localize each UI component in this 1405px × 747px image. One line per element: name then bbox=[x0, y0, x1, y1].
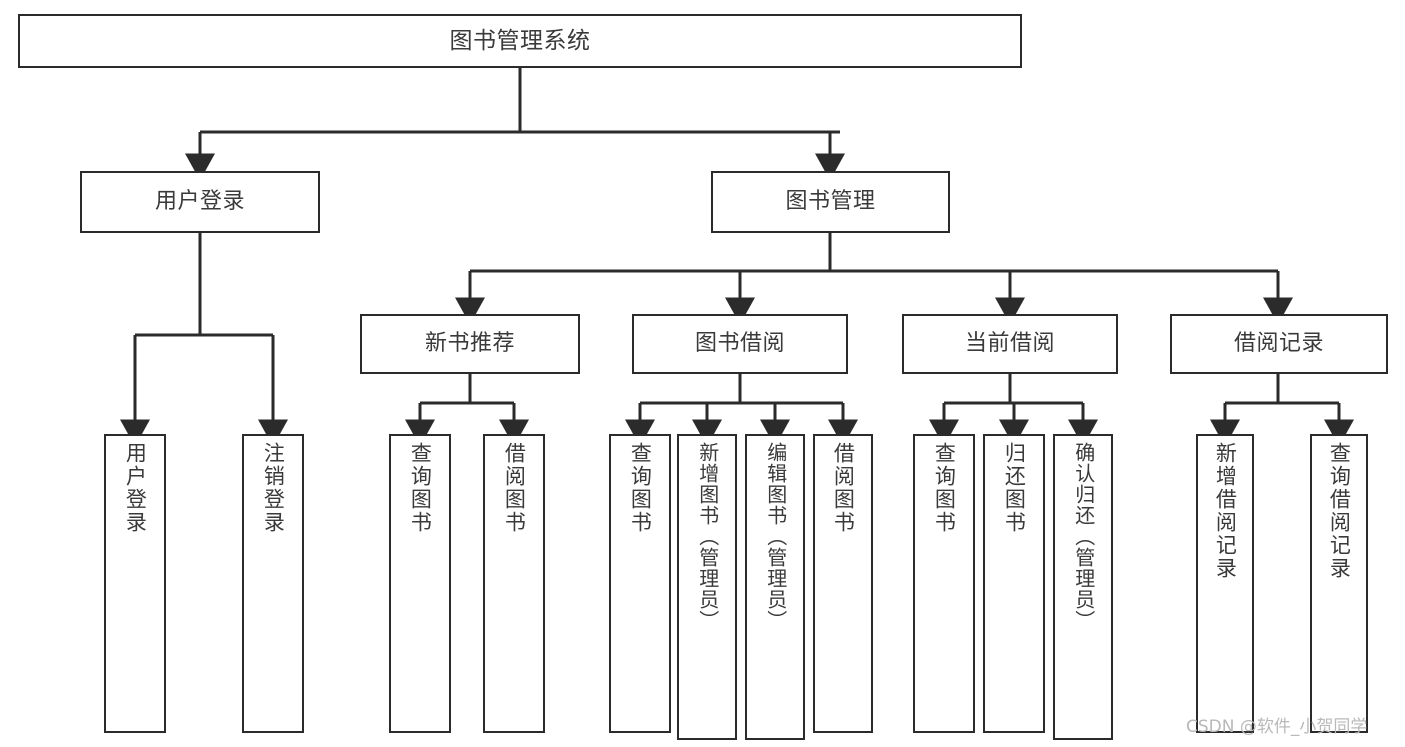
node-label: 编辑图书（管理员） bbox=[763, 442, 788, 631]
leaf-edit-book-admin[interactable]: 编辑图书（管理员） bbox=[745, 434, 805, 740]
node-label: 注销登录 bbox=[261, 442, 286, 534]
leaf-logout-login[interactable]: 注销登录 bbox=[242, 434, 304, 733]
node-label: 用户登录 bbox=[123, 442, 148, 534]
node-label: 图书管理系统 bbox=[449, 27, 591, 54]
leaf-borrow-book[interactable]: 借阅图书 bbox=[813, 434, 873, 733]
node-label: 归还图书 bbox=[1002, 442, 1027, 534]
leaf-confirm-return-admin[interactable]: 确认归还（管理员） bbox=[1053, 434, 1113, 740]
leaf-query-borrow-record[interactable]: 查询借阅记录 bbox=[1310, 434, 1368, 733]
node-label: 新书推荐 bbox=[424, 331, 515, 356]
leaf-return-book[interactable]: 归还图书 bbox=[983, 434, 1045, 733]
leaf-borrow-book-recommend[interactable]: 借阅图书 bbox=[483, 434, 545, 733]
node-label: 用户登录 bbox=[154, 189, 245, 214]
leaf-query-book-borrow[interactable]: 查询图书 bbox=[609, 434, 671, 733]
node-label: 新增图书（管理员） bbox=[695, 442, 720, 631]
node-borrow-record[interactable]: 借阅记录 bbox=[1170, 314, 1388, 374]
node-label: 确认归还（管理员） bbox=[1071, 442, 1096, 631]
node-label: 借阅记录 bbox=[1233, 331, 1324, 356]
leaf-user-login[interactable]: 用户登录 bbox=[104, 434, 166, 733]
node-label: 查询借阅记录 bbox=[1327, 442, 1352, 580]
node-current-borrow[interactable]: 当前借阅 bbox=[902, 314, 1118, 374]
node-label: 查询图书 bbox=[932, 442, 957, 534]
node-label: 当前借阅 bbox=[964, 331, 1055, 356]
node-label: 新增借阅记录 bbox=[1213, 442, 1238, 580]
node-book-borrow[interactable]: 图书借阅 bbox=[632, 314, 848, 374]
node-new-book-recommend[interactable]: 新书推荐 bbox=[360, 314, 580, 374]
node-user-login[interactable]: 用户登录 bbox=[80, 171, 320, 233]
node-book-management[interactable]: 图书管理 bbox=[711, 171, 950, 233]
node-label: 借阅图书 bbox=[831, 442, 856, 534]
node-label: 查询图书 bbox=[628, 442, 653, 534]
node-label: 借阅图书 bbox=[502, 442, 527, 534]
node-label: 图书管理 bbox=[785, 189, 876, 214]
node-root-system[interactable]: 图书管理系统 bbox=[18, 14, 1022, 68]
node-label: 图书借阅 bbox=[694, 331, 785, 356]
leaf-add-borrow-record[interactable]: 新增借阅记录 bbox=[1196, 434, 1254, 733]
leaf-query-book-current[interactable]: 查询图书 bbox=[913, 434, 975, 733]
node-label: 查询图书 bbox=[408, 442, 433, 534]
leaf-add-book-admin[interactable]: 新增图书（管理员） bbox=[677, 434, 737, 740]
leaf-query-book-recommend[interactable]: 查询图书 bbox=[389, 434, 451, 733]
csdn-watermark: CSDN @软件_小贺同学 bbox=[1186, 717, 1368, 737]
